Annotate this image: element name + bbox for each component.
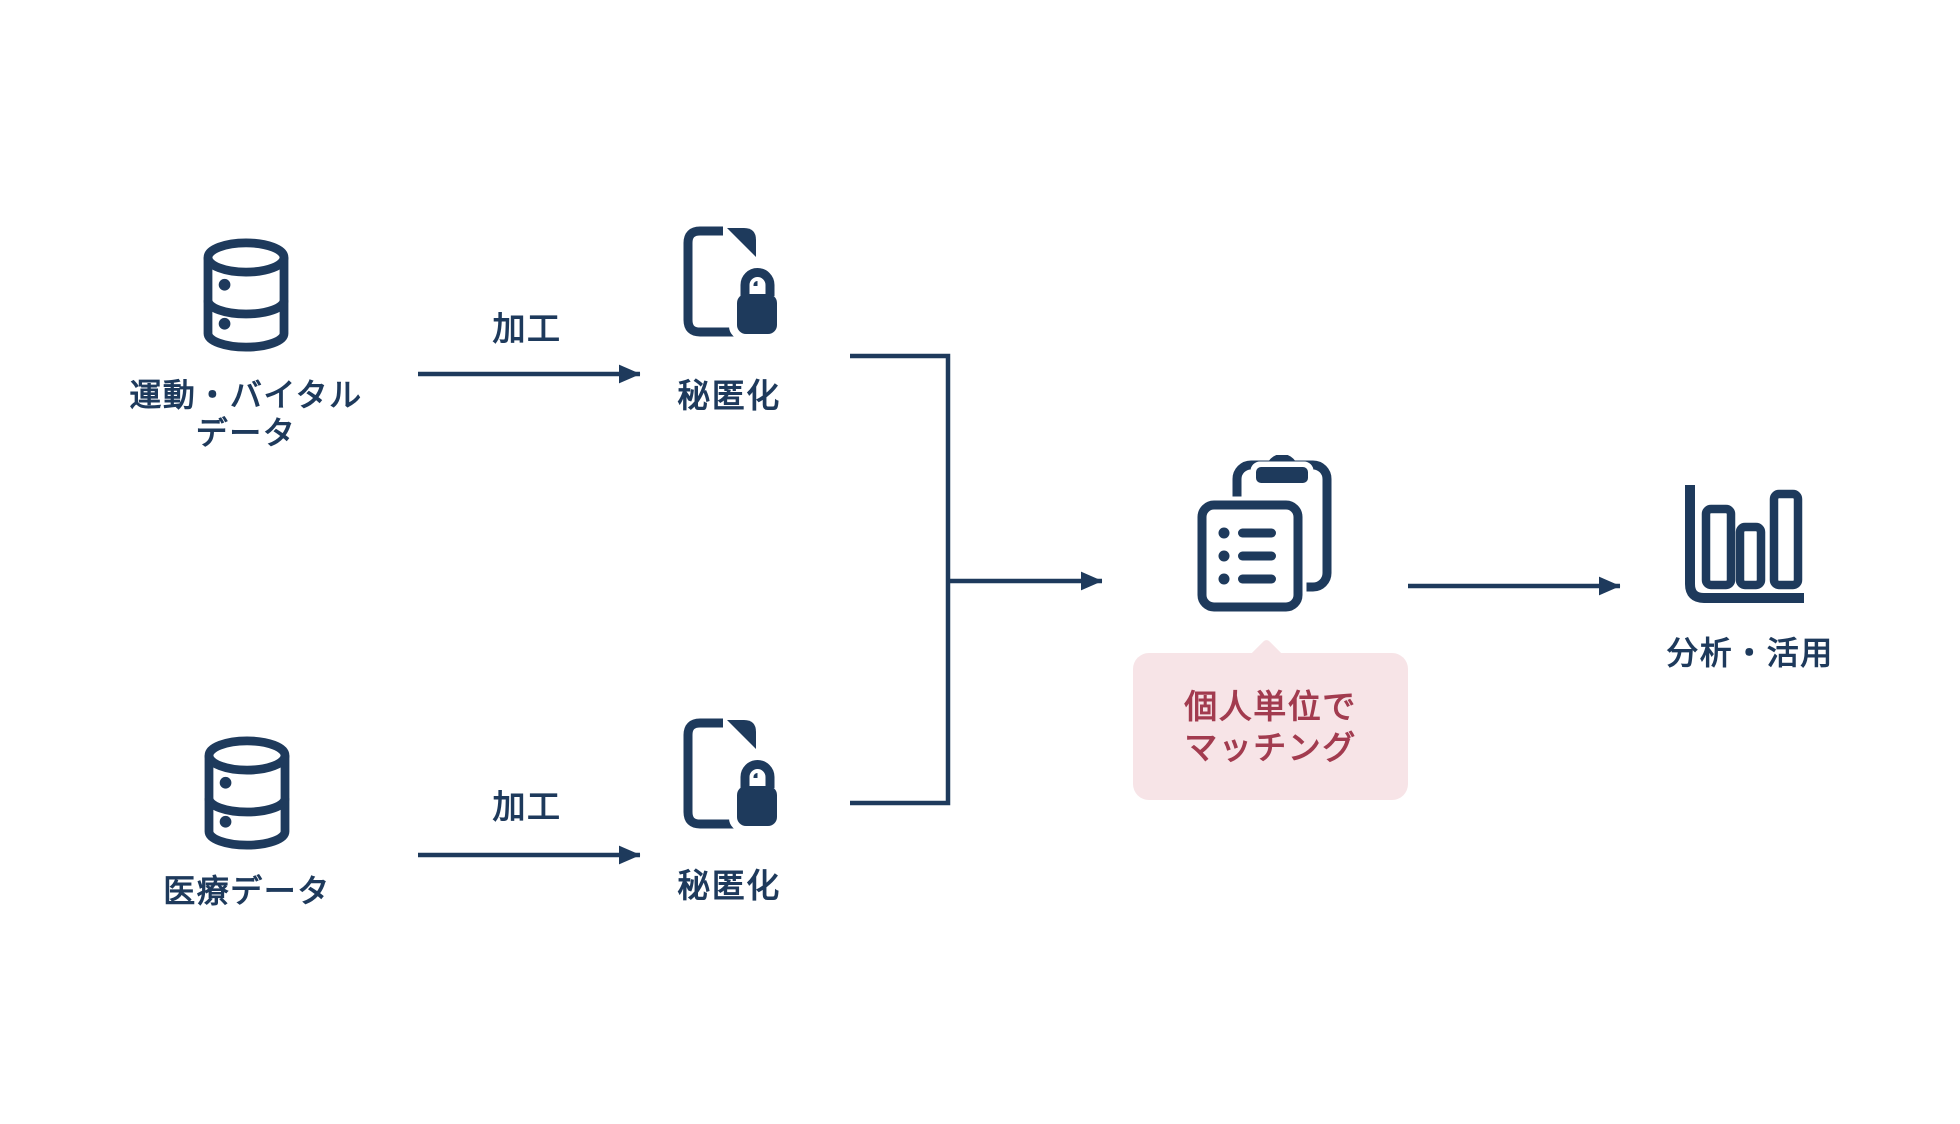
database-icon: [204, 736, 290, 850]
clipboard-list-icon: [1197, 455, 1332, 613]
tooltip-line: マッチング: [1184, 728, 1357, 766]
anonymize-label-bottom: 秘匿化: [677, 867, 781, 904]
matching-tooltip: 個人単位で マッチング: [1133, 638, 1408, 800]
analysis-label: 分析・活用: [1666, 635, 1834, 671]
medical-data-label: 医療データ: [163, 873, 331, 909]
document-lock-icon: [683, 226, 781, 340]
process-label-bottom: 加工: [492, 788, 562, 825]
database-icon: [203, 238, 289, 352]
bar-chart-icon: [1685, 485, 1804, 603]
exercise-vital-data-label: 運動・バイタル データ: [96, 376, 396, 452]
merge-bracket: [850, 353, 951, 806]
tooltip-line: 個人単位で: [1184, 687, 1357, 725]
label-line: データ: [195, 415, 297, 451]
process-label-top: 加工: [492, 310, 562, 347]
label-line: 運動・バイタル: [129, 377, 363, 413]
anonymize-label-top: 秘匿化: [677, 377, 781, 414]
document-lock-icon: [683, 718, 781, 832]
